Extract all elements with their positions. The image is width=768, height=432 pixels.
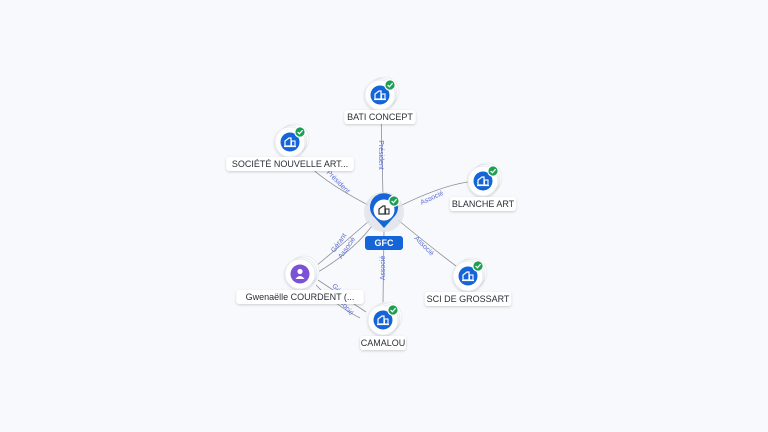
check-badge-icon <box>388 195 400 207</box>
check-badge-icon <box>294 126 306 138</box>
check-badge-icon <box>472 260 484 272</box>
node-label: SCI DE GROSSART <box>427 294 510 304</box>
edge-line <box>397 219 457 267</box>
node-label: CAMALOU <box>361 338 406 348</box>
graph-node-company[interactable]: SOCIÉTÉ NOUVELLE ART... <box>226 123 354 171</box>
edge-line <box>397 181 469 208</box>
node-label: BATI CONCEPT <box>347 112 413 122</box>
graph-node-company[interactable]: BATI CONCEPT <box>344 76 416 124</box>
edge-6: Associé <box>317 225 373 273</box>
edge-label: Président <box>325 169 351 195</box>
edge-0: Président <box>377 111 384 197</box>
edge-line <box>315 220 370 267</box>
building-icon <box>458 266 478 286</box>
building-icon <box>373 310 393 330</box>
node-label-background <box>449 197 517 211</box>
node-label: Gwenaëlle COURDENT (... <box>246 292 355 302</box>
check-badge-icon <box>487 165 499 177</box>
building-icon <box>473 171 493 191</box>
edge-label: Associé <box>420 190 445 207</box>
building-icon <box>280 132 300 152</box>
edge-line <box>317 225 373 273</box>
node-label: SOCIÉTÉ NOUVELLE ART... <box>232 159 348 169</box>
edge-3: Associé <box>397 219 457 267</box>
center-node-label: GFC <box>375 238 394 248</box>
edge-line <box>380 111 384 197</box>
edge-label: Président <box>377 140 384 170</box>
edge-label: Associé <box>380 256 387 281</box>
node-label-background <box>344 110 416 124</box>
graph-node-company[interactable]: BLANCHE ART <box>449 162 517 211</box>
person-icon <box>290 264 310 284</box>
center-label-badge <box>365 236 403 250</box>
graph-node-company[interactable]: SCI DE GROSSART <box>424 257 512 306</box>
building-icon <box>370 85 390 105</box>
graph-node-person[interactable]: Gwenaëlle COURDENT (... <box>236 255 364 304</box>
building-icon <box>378 205 390 215</box>
node-label-background <box>360 336 406 350</box>
graph-node-company[interactable]: CAMALOU <box>360 301 406 350</box>
check-badge-icon <box>384 79 396 91</box>
check-badge-icon <box>387 304 399 316</box>
edge-label: Associé <box>413 235 435 257</box>
node-label: BLANCHE ART <box>452 199 515 209</box>
node-label-background <box>226 157 354 171</box>
node-label-background <box>236 290 364 304</box>
node-label-background <box>424 292 512 306</box>
graph-node-center[interactable]: GFC <box>364 192 404 250</box>
